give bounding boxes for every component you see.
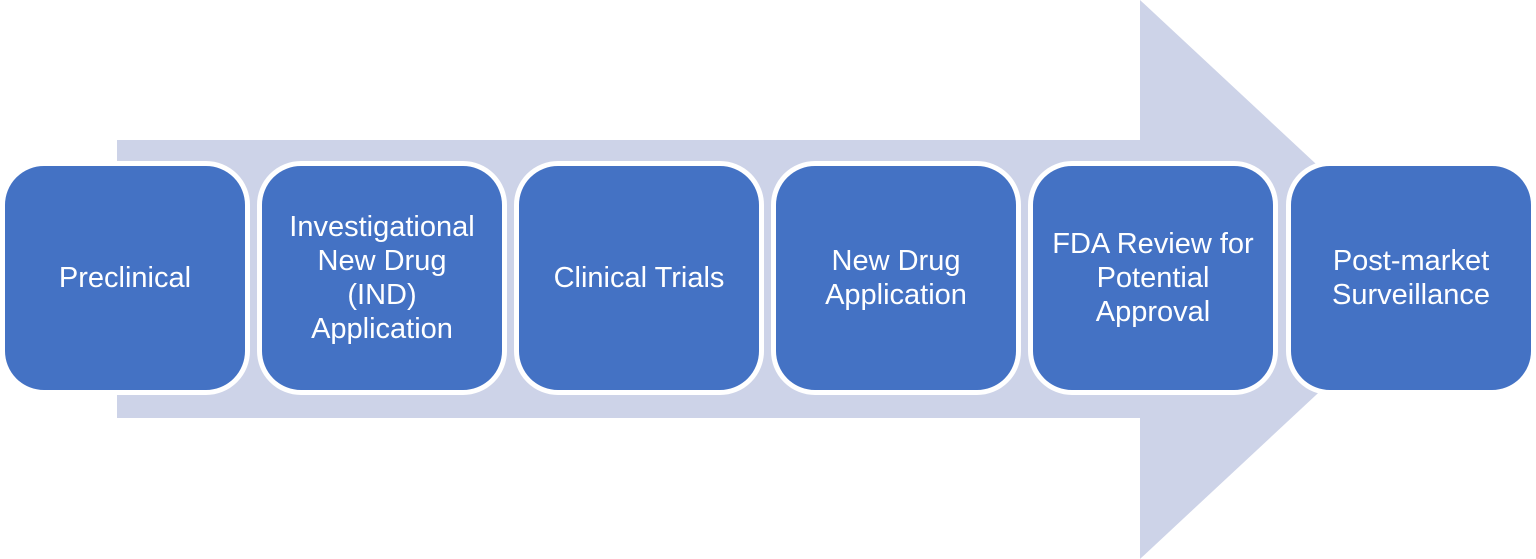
stage-box-clinical-trials: Clinical Trials — [514, 161, 764, 395]
stage-label: FDA Review for Potential Approval — [1052, 228, 1254, 328]
stage-box-ind-application: Investigational New Drug (IND) Applicati… — [257, 161, 507, 395]
stage-box-post-market-surveillance: Post-market Surveillance — [1286, 161, 1536, 395]
stage-label: Post-market Surveillance — [1332, 245, 1490, 311]
stage-label: Preclinical — [58, 262, 192, 294]
stage-label: Clinical Trials — [553, 262, 725, 294]
stage-label: New Drug Application — [825, 245, 967, 311]
stage-box-preclinical: Preclinical — [0, 161, 250, 395]
stage-box-fda-review: FDA Review for Potential Approval — [1028, 161, 1278, 395]
stage-box-new-drug-application: New Drug Application — [771, 161, 1021, 395]
stage-label: Investigational New Drug (IND) Applicati… — [289, 211, 475, 345]
